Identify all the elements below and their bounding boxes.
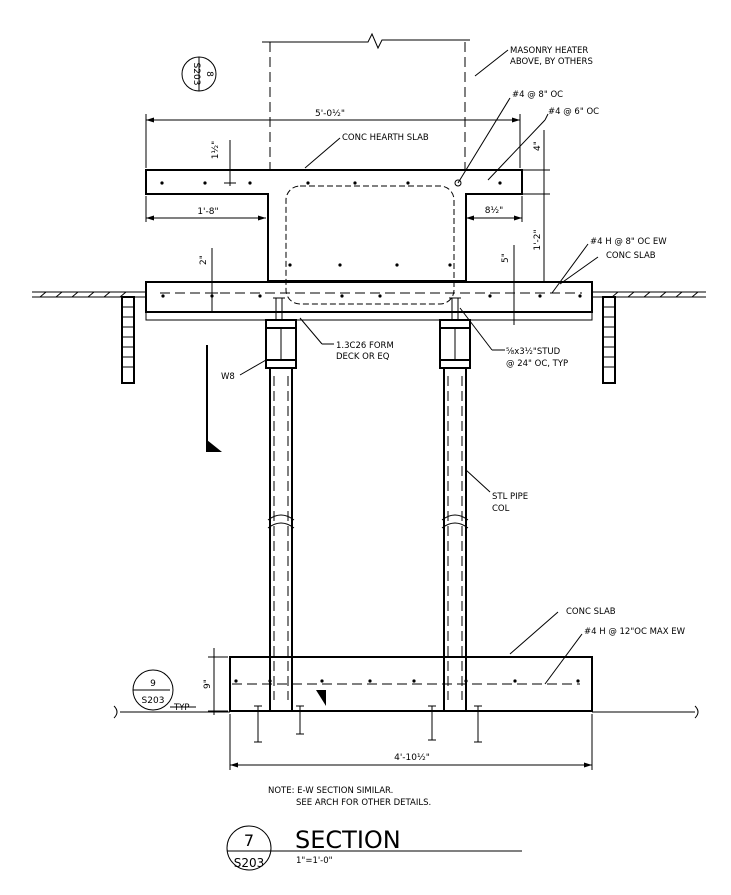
pipe-column-right xyxy=(441,368,469,710)
title-scale: 1"=1'-0" xyxy=(296,856,333,866)
masonry-heater-outline xyxy=(262,32,470,170)
beam-label: W8 xyxy=(221,372,235,382)
title-sheet: S203 xyxy=(234,856,265,870)
conc-footing xyxy=(229,656,593,712)
dim-hearth-thickness-text: 4" xyxy=(533,141,543,151)
conc-slab-upper-label: CONC SLAB xyxy=(606,251,656,261)
stud-label-1: ⅝x3½"STUD xyxy=(506,347,561,357)
dim-wall-height-text: 1'-2" xyxy=(533,229,543,250)
anchor-bolts xyxy=(254,705,482,743)
dim-footing-thickness: 9" xyxy=(203,648,228,715)
masonry-heater-label-1: MASONRY HEATER xyxy=(510,46,588,56)
dim-footing-width: 4'-10½" xyxy=(229,714,593,770)
foundation-wall-left xyxy=(121,296,135,384)
title-number: 7 xyxy=(244,831,254,850)
typ-label: TYP xyxy=(173,703,190,713)
dim-slab-thickness: 5" xyxy=(501,245,520,325)
w8-beam-right xyxy=(439,319,471,369)
rebar-h-8oc-label: #4 H @ 8" OC EW xyxy=(590,237,667,247)
foundation-wall-right xyxy=(602,296,616,384)
conc-slab-upper xyxy=(145,281,593,321)
rebar-8oc-label: #4 @ 8" OC xyxy=(512,90,563,100)
callout-left-number: 9 xyxy=(150,679,156,689)
callout-top[interactable]: 8 S203 xyxy=(181,56,217,92)
dim-overall-width: 5'-0½" xyxy=(145,109,521,168)
rebar-h-12oc-label: #4 H @ 12"OC MAX EW xyxy=(584,627,686,637)
note-line-1: NOTE: E-W SECTION SIMILAR. xyxy=(268,786,393,796)
dim-slab-cover-text: 2" xyxy=(199,255,209,265)
dim-right-overhang-text: 8½" xyxy=(485,206,504,216)
hearth-slab-label: CONC HEARTH SLAB xyxy=(342,133,429,143)
callout-left[interactable]: 9 S203 TYP xyxy=(132,669,196,713)
grade-line-lower xyxy=(113,705,699,719)
dim-right-vertical: 4" 1'-2" xyxy=(522,130,550,283)
dim-top-cover: 1½" xyxy=(211,140,236,186)
title-text: SECTION xyxy=(295,826,401,854)
dim-left-overhang: 1'-8" xyxy=(145,196,266,222)
form-deck-label-2: DECK OR EQ xyxy=(336,352,390,362)
title-block: 7 S203 SECTION 1"=1'-0" xyxy=(226,825,522,871)
note-line-2: SEE ARCH FOR OTHER DETAILS. xyxy=(296,798,431,808)
dim-slab-thickness-text: 5" xyxy=(501,253,511,263)
form-deck-label-1: 1.3C26 FORM xyxy=(336,341,394,351)
rebar-6oc-label: #4 @ 6" OC xyxy=(548,107,599,117)
callout-left-sheet: S203 xyxy=(142,696,165,706)
dim-left-overhang-text: 1'-8" xyxy=(197,207,218,217)
stud-label-2: @ 24" OC, TYP xyxy=(506,359,568,369)
dim-overall-width-text: 5'-0½" xyxy=(315,109,345,119)
shear-studs xyxy=(273,297,461,321)
pipe-col-label-1: STL PIPE xyxy=(492,492,528,502)
callout-top-sheet: S203 xyxy=(191,63,201,86)
dim-top-cover-text: 1½" xyxy=(211,141,221,160)
section-cut-mark xyxy=(206,345,222,452)
callout-top-number: 8 xyxy=(204,71,214,77)
pipe-col-label-2: COL xyxy=(492,504,510,514)
dim-slab-cover: 2" xyxy=(199,248,218,312)
dim-right-overhang: 8½" xyxy=(466,196,523,222)
hearth-slab xyxy=(145,169,523,305)
conc-slab-lower-label: CONC SLAB xyxy=(566,607,616,617)
pipe-column-left xyxy=(267,368,295,710)
masonry-heater-label-2: ABOVE, BY OTHERS xyxy=(510,57,593,67)
w8-beam-left xyxy=(265,319,297,369)
dim-footing-width-text: 4'-10½" xyxy=(394,753,430,763)
dim-footing-thickness-text: 9" xyxy=(203,679,213,689)
